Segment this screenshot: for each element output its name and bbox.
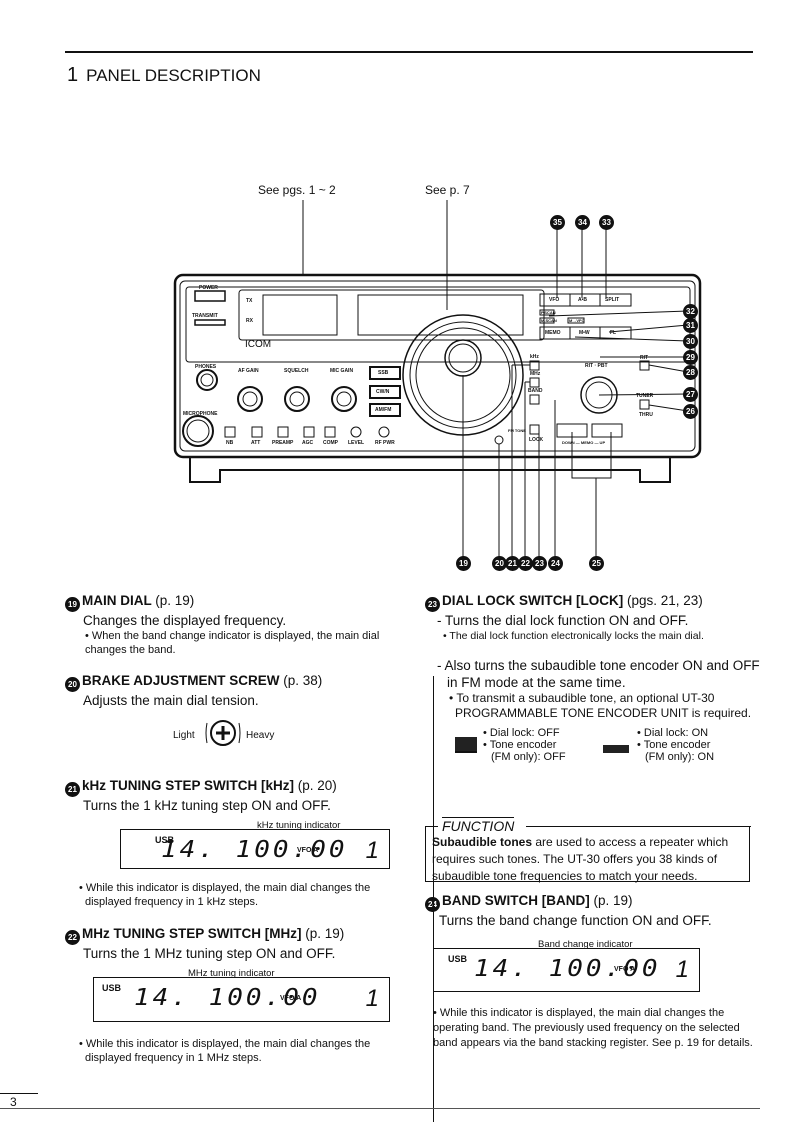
callout-34: 34: [575, 215, 590, 230]
callout-35: 35: [550, 215, 565, 230]
function-text: Subaudible tones are used to access a re…: [432, 835, 729, 883]
light-label: Light: [173, 730, 195, 741]
bullet: • To transmit a subaudible tone, an opti…: [449, 691, 752, 720]
mscan-label: M.SCAN: [541, 318, 557, 323]
callout-28: 28: [683, 365, 698, 380]
section-heading: 24BAND SWITCH [BAND] (p. 19): [425, 892, 760, 912]
khz-label: kHz: [530, 354, 539, 360]
see-p-label: See p. 7: [425, 183, 470, 197]
fl-button: FL: [610, 330, 617, 336]
level-label: LEVEL: [348, 440, 365, 446]
bullet: • The dial lock function electronically …: [443, 630, 704, 642]
rit-pbt-label: RIT · PBT: [585, 363, 608, 369]
phones-label: PHONES: [195, 364, 217, 370]
tuner-label: TUNER: [636, 393, 654, 399]
ssb-button: SSB: [378, 370, 389, 376]
callout-33: 33: [599, 215, 614, 230]
column-divider: [433, 676, 434, 1122]
brake-screw-icon: [205, 720, 241, 746]
memo-updown-label: DOWN — MEMO — UP: [562, 440, 606, 445]
microphone-label: MICROPHONE: [183, 411, 218, 417]
preamp-label: PREAMP: [272, 440, 294, 446]
heavy-label: Heavy: [246, 730, 275, 741]
tx-label: TX: [246, 298, 253, 304]
nb-label: NB: [226, 440, 234, 446]
callout-25: 25: [589, 556, 604, 571]
callout-20: 20: [492, 556, 507, 571]
function-box: FUNCTION Subaudible tones are used to ac…: [425, 817, 751, 883]
ab-button: A•B: [578, 297, 587, 303]
see-pgs-label: See pgs. 1 ~ 2: [258, 183, 336, 197]
band-indicator-label: Band change indicator: [538, 939, 633, 950]
callout-29: 29: [683, 350, 698, 365]
agc-label: AGC: [302, 440, 314, 446]
callout-32: 32: [683, 304, 698, 319]
callout-22: 22: [518, 556, 533, 571]
callout-31: 31: [683, 318, 698, 333]
power-label: POWER: [199, 285, 218, 291]
transmit-label: TRANSMIT: [192, 313, 218, 319]
footer-rule: [0, 1108, 760, 1109]
lock-on-legend: • Dial lock: ON• Tone encoder(FM only): …: [637, 727, 715, 763]
mvfo-label: M→VFO: [569, 318, 585, 323]
mic-gain-label: MIC GAIN: [330, 368, 354, 374]
bullet: • When the band change indicator is disp…: [85, 630, 380, 656]
section-band-switch: 24BAND SWITCH [BAND] (p. 19) Turns the b…: [425, 892, 760, 1052]
memo-button: MEMO: [545, 330, 561, 336]
mw-button: M•W: [579, 330, 590, 336]
callout-24: 24: [548, 556, 563, 571]
radio-front-panel: [173, 200, 702, 557]
amfm-button: AM/FM: [375, 407, 392, 413]
top-rule: [65, 51, 753, 53]
rx-label: RX: [246, 318, 253, 324]
thru-label: THRU: [639, 412, 653, 418]
squelch-label: SQUELCH: [284, 368, 309, 374]
bullet: • While this indicator is displayed, the…: [433, 1007, 753, 1049]
bullet: • While this indicator is displayed, the…: [79, 882, 371, 908]
fm-tone-label: FM TONE: [508, 428, 526, 433]
rf-pwr-label: RF PWR: [375, 440, 395, 446]
af-gain-label: AF GAIN: [238, 368, 259, 374]
page-number: 3: [10, 1095, 17, 1109]
khz-indicator-label: kHz tuning indicator: [257, 820, 341, 831]
page-number-rule: [0, 1093, 38, 1094]
bullet: • While this indicator is displayed, the…: [79, 1038, 371, 1064]
lock-off-switch-icon: [455, 737, 477, 753]
callout-23: 23: [532, 556, 547, 571]
band-label: BAND: [528, 388, 543, 394]
vfo-button: VFO: [549, 297, 560, 303]
mhz-indicator-label: MHz tuning indicator: [188, 968, 275, 979]
split-button: SPLIT: [605, 297, 620, 303]
lock-label: LOCK: [529, 437, 544, 443]
function-title: FUNCTION: [442, 817, 515, 834]
callout-30: 30: [683, 334, 698, 349]
comp-label: COMP: [323, 440, 338, 446]
mhz-label: MHz: [530, 371, 541, 377]
rit-label: RIT: [640, 355, 649, 361]
callout-27: 27: [683, 387, 698, 402]
pscan-label: P.SCAN: [541, 310, 556, 315]
icom-logo: ICOM: [245, 339, 272, 350]
callout-26: 26: [683, 404, 698, 419]
att-label: ATT: [251, 440, 261, 446]
lock-on-switch-icon: [603, 745, 629, 753]
cwn-button: CW/N: [376, 389, 390, 395]
lock-off-legend: • Dial lock: OFF• Tone encoder(FM only):…: [483, 727, 566, 763]
callout-21: 21: [505, 556, 520, 571]
callout-19: 19: [456, 556, 471, 571]
